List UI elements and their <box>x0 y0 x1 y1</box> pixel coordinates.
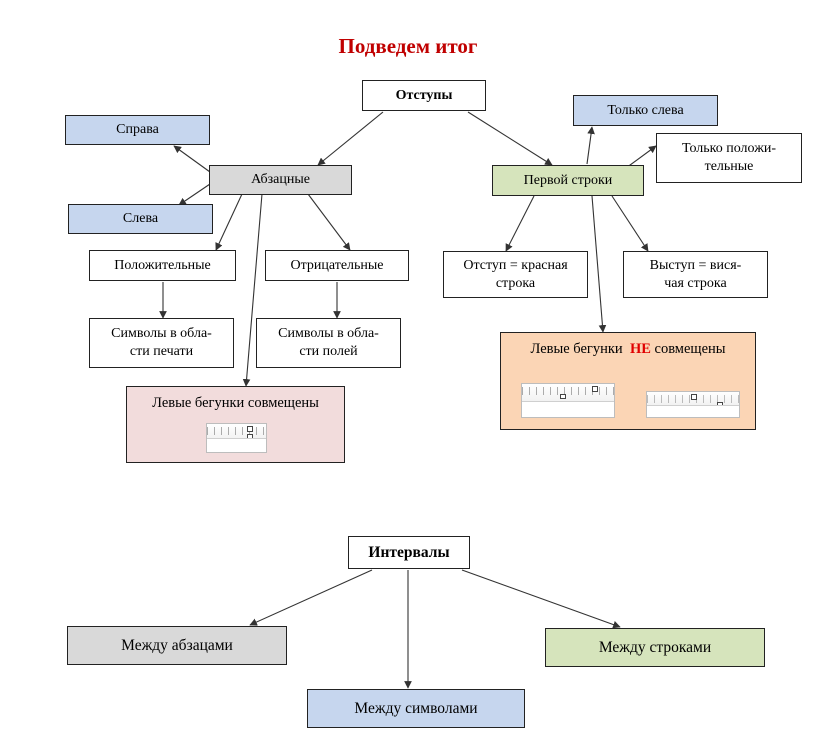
arrow-firstline-onlypositive <box>625 145 657 169</box>
arrow-intervals-lines <box>461 569 621 629</box>
arrow-paragraph-positive <box>215 193 243 251</box>
arrow-paragraph-negative <box>307 193 351 251</box>
arrow-paragraph-right <box>173 145 211 173</box>
ruler-image <box>646 391 740 418</box>
intervals-root-box: Интервалы <box>348 536 470 569</box>
sliders-not-aligned-prefix: Левые бегунки <box>530 341 623 357</box>
ruler-image <box>521 383 615 418</box>
sliders-aligned-label: Левые бегунки совмещены <box>152 395 319 411</box>
sliders-aligned-panel: Левые бегунки совмещены <box>126 386 345 463</box>
arrow-root-paragraph <box>317 111 384 166</box>
arrow-firstline-redline <box>505 195 535 252</box>
page-title: Подведем итог <box>338 34 478 58</box>
arrow-root-firstline <box>467 111 553 166</box>
sliders-not-aligned-panel: Левые бегунки НЕ совмещены <box>500 332 756 430</box>
ruler-image <box>206 423 267 453</box>
sliders-not-aligned-suffix: совмещены <box>654 341 726 357</box>
arrow-firstline-hanging <box>611 195 649 252</box>
right-indent-box: Справа <box>65 115 210 145</box>
arrow-intervals-paragraphs <box>249 569 373 626</box>
indents-root-box: Отступы <box>362 80 486 111</box>
arrow-firstline-sliders <box>591 195 607 333</box>
red-line-box: Отступ = красная строка <box>443 251 588 298</box>
hanging-box: Выступ = вися- чая строка <box>623 251 768 298</box>
paragraph-indent-box: Абзацные <box>209 165 352 195</box>
arrow-paragraph-left <box>178 183 211 206</box>
arrow-paragraph-sliders <box>242 193 263 387</box>
positive-box: Положительные <box>89 250 236 281</box>
between-lines-box: Между строками <box>545 628 765 667</box>
sliders-not-aligned-label: Левые бегунки НЕ совмещены <box>501 341 755 358</box>
print-area-box: Символы в обла- сти печати <box>89 318 234 368</box>
between-chars-box: Между символами <box>307 689 525 728</box>
not-highlight: НЕ <box>629 341 651 357</box>
negative-box: Отрицательные <box>265 250 409 281</box>
only-positive-box: Только положи- тельные <box>656 133 802 183</box>
between-paragraphs-box: Между абзацами <box>67 626 287 665</box>
left-indent-box: Слева <box>68 204 213 234</box>
margin-area-box: Символы в обла- сти полей <box>256 318 401 368</box>
first-line-box: Первой строки <box>492 165 644 196</box>
only-left-box: Только слева <box>573 95 718 126</box>
arrow-firstline-onlyleft <box>586 126 595 165</box>
